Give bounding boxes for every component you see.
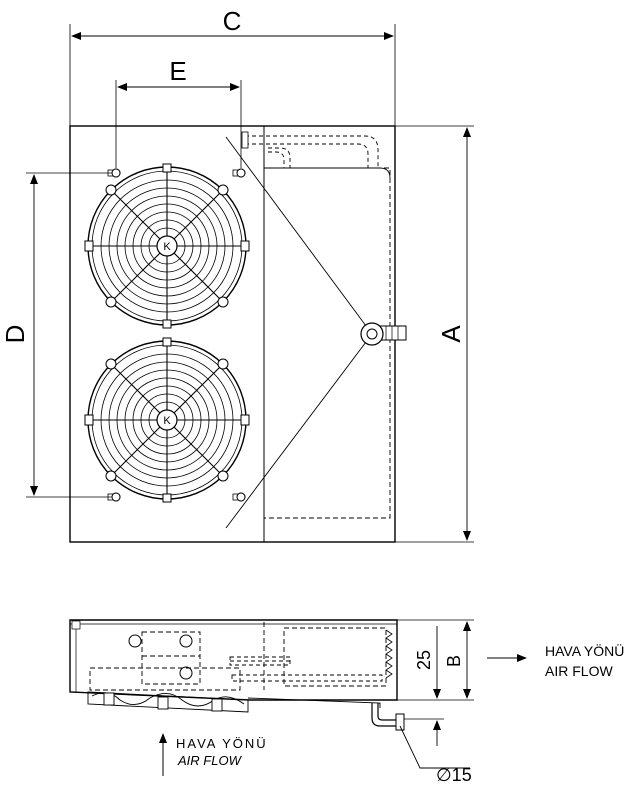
side-coil [263, 622, 393, 690]
top-view: K K C E D [0, 6, 474, 543]
dimension-c: C [69, 6, 396, 126]
dimension-a-label: A [436, 325, 466, 343]
side-fan-guard [87, 691, 249, 713]
airflow-label-en-right: AIR FLOW [545, 663, 613, 679]
airflow-indicator-right: HAVA YÖNÜ AIR FLOW [487, 642, 624, 679]
dimension-b-label: B [444, 655, 464, 667]
coil-outline [263, 167, 391, 519]
side-view: B 25 ∅15 HAVA YÖNÜ AIR FLOW HAVA YÖNÜ AI… [69, 619, 624, 785]
fan-hub-mark-2: K [163, 415, 171, 427]
diameter-callout: ∅15 [399, 725, 472, 785]
side-casing [69, 619, 398, 701]
dimension-d: D [0, 172, 112, 498]
diameter-label: ∅15 [436, 765, 472, 785]
airflow-label-tr-up: HAVA YÖNÜ [176, 736, 268, 751]
dimension-e-label: E [169, 56, 186, 86]
airflow-indicator-up: HAVA YÖNÜ AIR FLOW [159, 733, 268, 776]
dimension-25: 25 [414, 626, 441, 746]
mounting-holes [107, 168, 246, 502]
drain-connection [360, 322, 407, 346]
fan-lower: K [84, 337, 250, 503]
dimension-e: E [115, 56, 242, 168]
airflow-label-en-up: AIR FLOW [177, 753, 243, 768]
airflow-label-tr-right: HAVA YÖNÜ [545, 642, 624, 659]
dimension-b: B [397, 619, 474, 720]
header-piping [245, 135, 379, 168]
dimension-25-label: 25 [414, 650, 434, 670]
fan-upper: K [84, 163, 250, 329]
fan-hub-mark-1: K [163, 241, 171, 253]
dimension-d-label: D [0, 325, 30, 344]
motor-mount [141, 631, 201, 685]
dimension-a: A [395, 125, 474, 543]
side-drain-outlet [371, 703, 405, 731]
dimension-c-label: C [223, 6, 242, 36]
